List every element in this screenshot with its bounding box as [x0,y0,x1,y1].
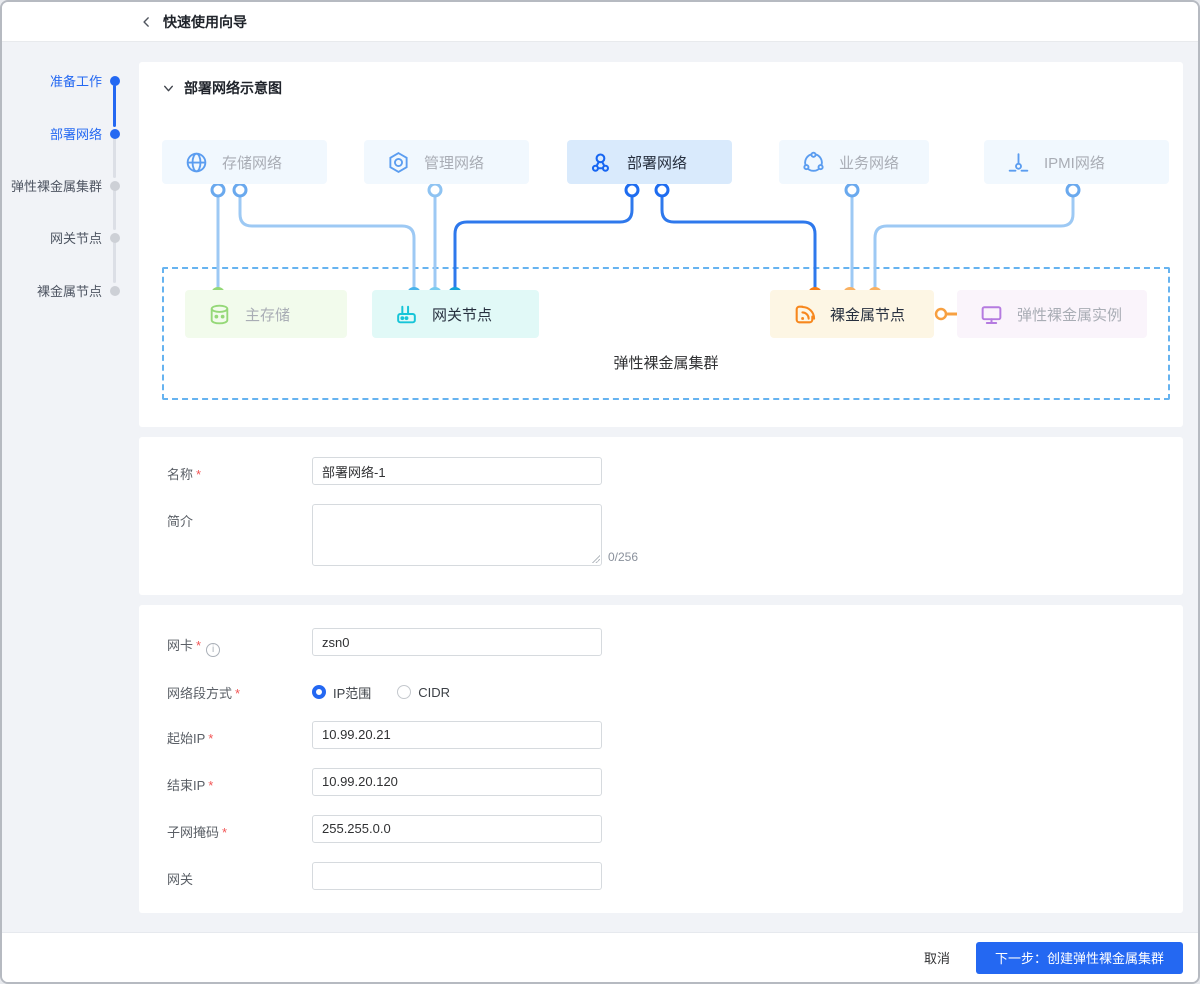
chevron-down-icon [162,82,175,95]
end-ip-input[interactable] [312,767,602,796]
subnet-mask-input[interactable] [312,814,602,843]
step-connector [113,242,116,283]
step-dot [110,75,120,86]
name-label: 名称 [167,467,194,482]
step-dot [110,285,120,296]
node-ipmi-network: IPMI网络 [984,140,1169,184]
step-nav: 准备工作 部署网络 弹性裸金属集群 网关节点 裸金属节点 [2,42,139,932]
radio-cidr[interactable]: CIDR [397,685,450,700]
radio-unselected-icon [397,685,412,699]
required-mark: * [196,638,202,653]
diagram-collapse-header[interactable]: 部署网络示意图 [162,78,282,98]
required-mark: * [208,777,214,793]
node-primary-storage: 主存储 [185,290,347,338]
cluster-dashed-box [162,267,1170,400]
name-input[interactable] [312,457,602,485]
nic-row: 网卡* i [167,628,1183,657]
step-item-gateway-node[interactable]: 网关节点 [50,228,120,247]
info-icon[interactable]: i [206,642,221,657]
start-ip-label: 起始IP [167,730,206,746]
required-mark: * [235,685,241,701]
broadcast-icon [795,305,816,323]
radio-ip-range[interactable]: IP范围 [312,683,371,702]
network-share-icon [591,152,609,172]
step-item-prepare[interactable]: 准备工作 [50,71,120,90]
nic-label: 网卡 [167,638,194,653]
name-row: 名称* [167,457,1183,485]
step-connector [113,85,116,127]
step-item-baremetal-node[interactable]: 裸金属节点 [37,281,120,300]
node-management-network: 管理网络 [364,140,529,184]
description-row: 简介 0/256 [167,504,1183,566]
ipmi-icon [1008,152,1029,172]
network-diagram-card: 部署网络示意图 [139,62,1183,427]
node-baremetal: 裸金属节点 [770,290,934,338]
wizard-footer: 取消 下一步：创建弹性裸金属集群 [2,932,1198,982]
resize-handle-icon[interactable] [591,554,600,563]
node-elastic-instance: 弹性裸金属实例 [957,290,1147,338]
database-icon [210,304,229,324]
page-header: 快速使用向导 [2,2,1198,42]
gear-icon [389,151,408,173]
cluster-label: 弹性裸金属集群 [613,355,719,372]
required-mark: * [208,730,214,746]
monitor-icon [981,305,1002,324]
main-content: 部署网络示意图 [139,42,1183,932]
step-dot [110,232,120,243]
step-dot [110,180,120,191]
cloud-nodes-icon [803,151,824,172]
radio-selected-icon [312,685,326,699]
network-settings-card: 网卡*i 网络段方式* IP范围 CIDR [139,605,1183,913]
char-counter: 0/256 [608,550,639,564]
nic-input[interactable] [312,628,602,656]
description-textarea[interactable] [312,504,602,566]
globe-icon [186,152,207,172]
node-business-network: 业务网络 [779,140,929,184]
wizard-body: 准备工作 部署网络 弹性裸金属集群 网关节点 裸金属节点 [2,42,1198,932]
cancel-button[interactable]: 取消 [924,948,950,967]
step-dot [110,128,120,139]
subnet-mask-label: 子网掩码 [167,824,220,840]
basic-info-card: 名称* 简介 0/256 [139,437,1183,595]
back-icon[interactable] [137,12,157,32]
page-title: 快速使用向导 [163,13,247,30]
subnet-mask-row: 子网掩码* [167,814,1183,843]
description-label: 简介 [167,514,194,529]
node-storage-network: 存储网络 [162,140,327,184]
step-connector [113,138,116,178]
router-icon [397,305,416,323]
start-ip-row: 起始IP* [167,720,1183,749]
start-ip-input[interactable] [312,720,602,749]
node-gateway: 网关节点 [372,290,539,338]
diagram-section-title: 部署网络示意图 [184,80,282,96]
required-mark: * [222,824,228,840]
end-ip-row: 结束IP* [167,767,1183,796]
step-item-deploy-network[interactable]: 部署网络 [50,124,120,143]
gateway-row: 网关 [167,861,1183,890]
end-ip-label: 结束IP [167,777,206,793]
node-deploy-network: 部署网络 [567,140,732,184]
step-connector [113,190,116,230]
segment-mode-label: 网络段方式 [167,685,233,701]
gateway-input[interactable] [312,861,602,890]
step-item-cluster[interactable]: 弹性裸金属集群 [11,176,120,195]
gateway-label: 网关 [167,871,194,887]
next-step-button[interactable]: 下一步：创建弹性裸金属集群 [975,941,1183,974]
required-mark: * [196,467,202,482]
segment-mode-row: 网络段方式* IP范围 CIDR [167,676,1183,702]
